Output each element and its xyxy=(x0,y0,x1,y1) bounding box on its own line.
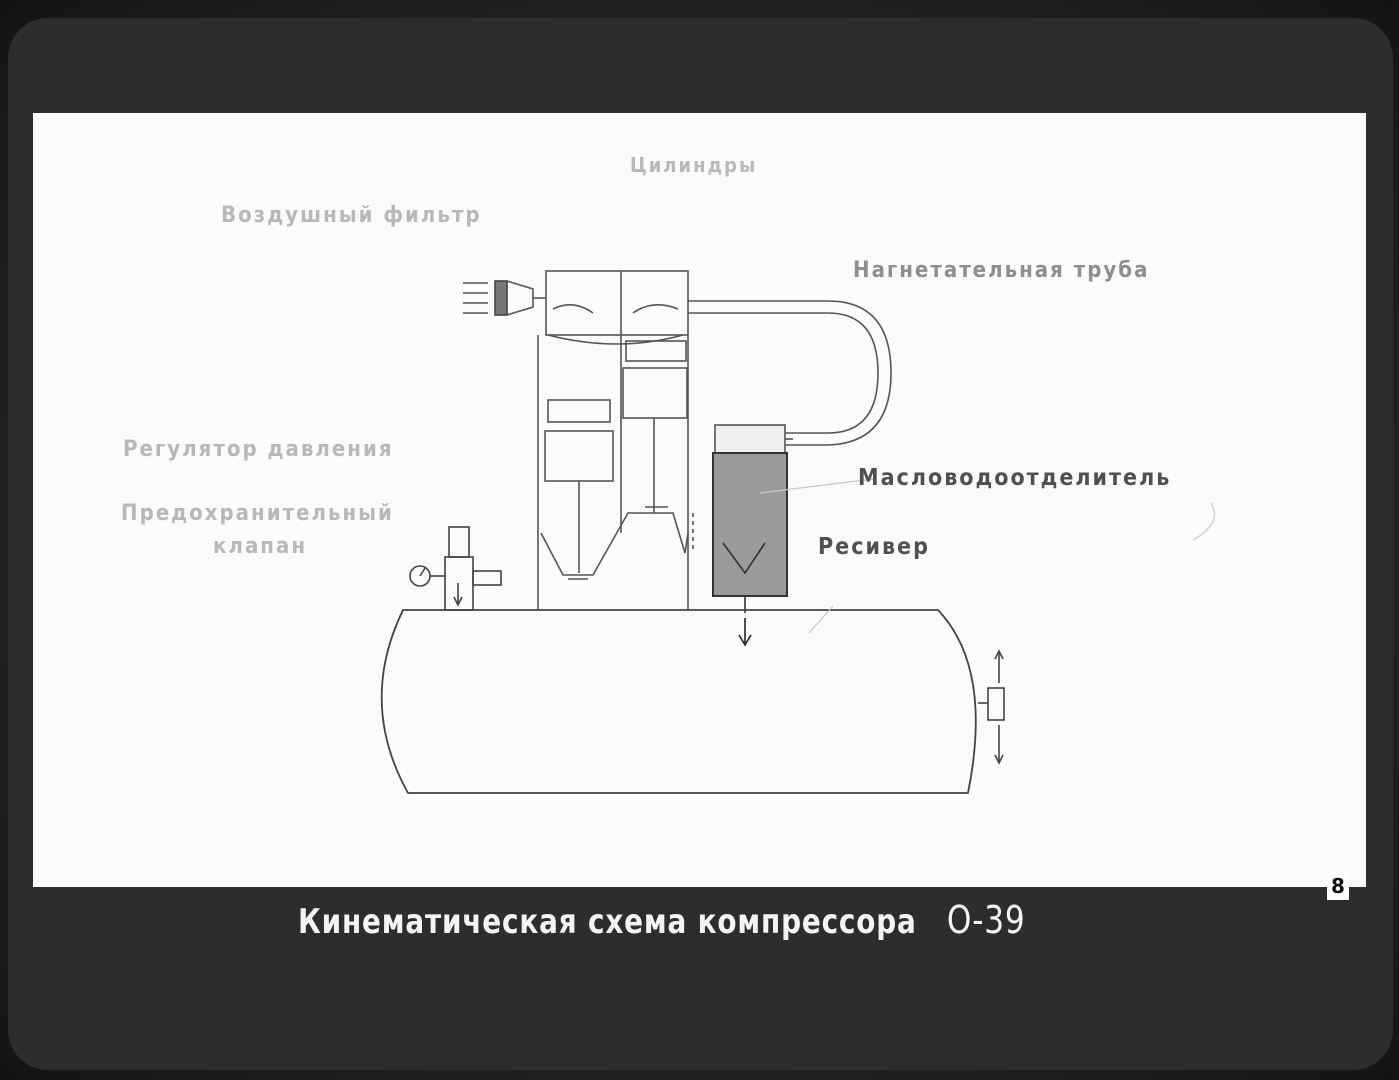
drain-valve xyxy=(978,649,1005,765)
label-air-filter: Воздушный фильтр xyxy=(221,203,482,228)
label-pressure-regulator: Регулятор давления xyxy=(123,437,394,462)
oil-water-separator xyxy=(712,424,788,647)
label-discharge-pipe: Нагнетательная труба xyxy=(853,258,1150,283)
diagram-screen: Цилиндры Воздушный фильтр Нагнетательная… xyxy=(33,113,1366,887)
label-safety-valve-line2: клапан xyxy=(213,534,307,559)
caption-model: О-39 xyxy=(946,898,1026,942)
air-filter-icon xyxy=(463,280,534,316)
compressor-schematic xyxy=(380,270,1215,794)
cylinder-block xyxy=(537,334,694,610)
label-safety-valve-line1: Предохранительный xyxy=(121,501,394,526)
receiver-tank xyxy=(380,609,977,794)
label-receiver: Ресивер xyxy=(818,534,930,560)
label-cylinders: Цилиндры xyxy=(630,153,758,177)
safety-valve xyxy=(444,526,502,611)
slide-caption: Кинематическая схема компрессора О-39 xyxy=(298,898,1026,942)
caption-title: Кинематическая схема компрессора xyxy=(298,902,917,942)
cylinder-head xyxy=(533,270,689,336)
discharge-pipe xyxy=(688,300,892,446)
frame-number-badge: 8 xyxy=(1327,872,1349,900)
label-oil-water-separator: Масловодоотделитель xyxy=(858,465,1172,491)
pressure-gauge-icon xyxy=(409,565,445,587)
